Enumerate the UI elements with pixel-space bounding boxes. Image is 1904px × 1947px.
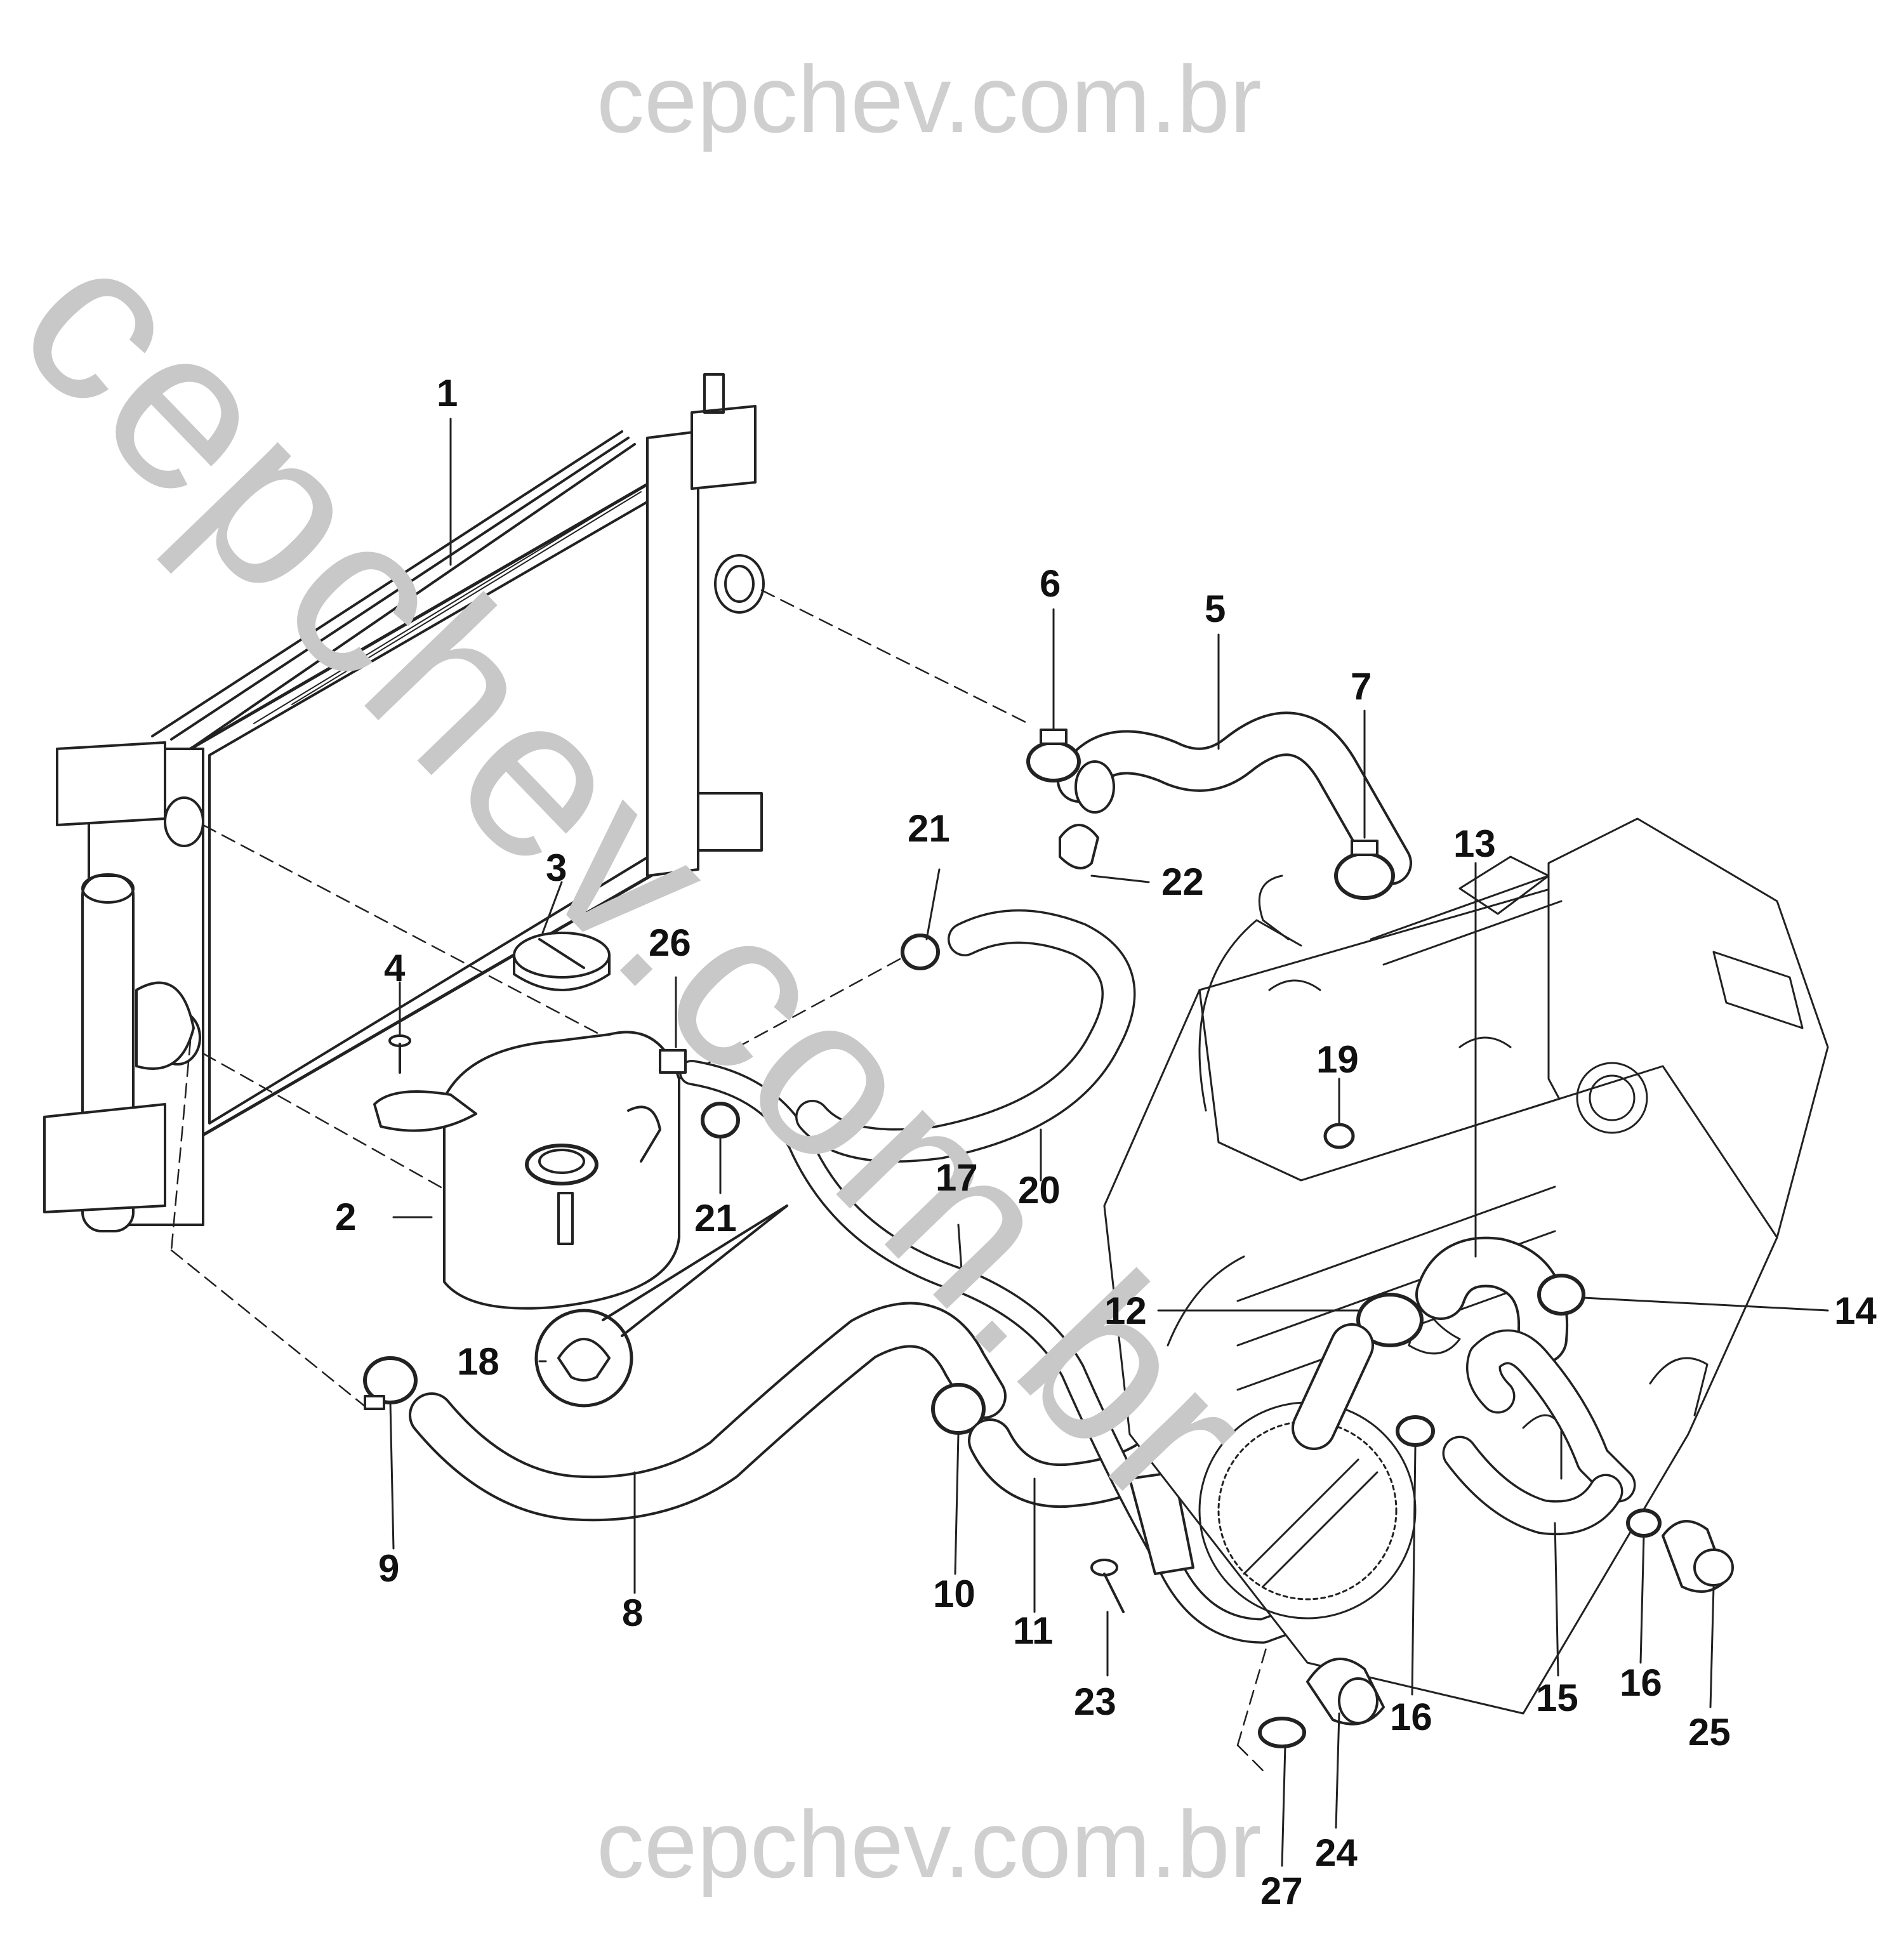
callout-25: 25 <box>1688 1711 1731 1753</box>
hose-20 <box>795 909 1136 1163</box>
watermark-bottom: cepchev.com.br <box>597 1791 1262 1898</box>
clamp-16-right <box>1626 1508 1662 1538</box>
callout-14: 14 <box>1834 1290 1877 1332</box>
hose-13 <box>1415 1236 1569 1364</box>
clamp-19 <box>1323 1123 1355 1149</box>
clamp-27 <box>1258 1717 1306 1748</box>
clamp-9 <box>363 1356 418 1410</box>
clamp-7 <box>1334 840 1395 900</box>
bolt-23 <box>1090 1559 1125 1613</box>
radiator <box>43 373 765 1232</box>
radiator-cap <box>513 932 611 991</box>
callout-15: 15 <box>1536 1677 1578 1719</box>
callout-8: 8 <box>622 1592 644 1634</box>
callout-17: 17 <box>935 1156 978 1199</box>
hose-12-pipe <box>1292 1323 1374 1450</box>
callout-16-left: 16 <box>1390 1696 1432 1738</box>
callout-1: 1 <box>437 372 458 414</box>
clamp-6 <box>1026 729 1081 782</box>
clamp-21-upper <box>901 934 940 970</box>
expansion-tank <box>373 1031 680 1310</box>
callout-20: 20 <box>1018 1169 1061 1211</box>
callout-9: 9 <box>378 1547 400 1590</box>
callout-27: 27 <box>1260 1870 1303 1912</box>
callout-2: 2 <box>335 1196 357 1238</box>
clamp-12 <box>1356 1293 1424 1347</box>
clamp-16-left <box>1396 1415 1435 1447</box>
watermark-top: cepchev.com.br <box>597 46 1262 152</box>
callout-12: 12 <box>1104 1290 1147 1332</box>
callout-24: 24 <box>1315 1832 1358 1874</box>
clamp-14 <box>1537 1274 1585 1316</box>
callout-21-upper: 21 <box>908 807 950 850</box>
callout-5: 5 <box>1205 588 1226 630</box>
clip-26 <box>659 1049 687 1074</box>
fitting-25 <box>1662 1520 1734 1593</box>
engine-block <box>1103 817 1829 1715</box>
callout-6: 6 <box>1040 562 1061 605</box>
callout-16-right: 16 <box>1620 1661 1662 1704</box>
fitting-24 <box>1306 1658 1385 1726</box>
leader-lines <box>389 418 1829 1867</box>
hose-17 <box>679 1060 1345 1644</box>
callout-23: 23 <box>1074 1680 1116 1723</box>
hose-15 <box>1442 1329 1636 1536</box>
callout-22: 22 <box>1161 861 1204 903</box>
detail-18 <box>534 1204 788 1408</box>
callout-4: 4 <box>384 947 406 989</box>
screw-4 <box>388 1034 411 1074</box>
callout-21-lower: 21 <box>694 1197 737 1239</box>
callout-18: 18 <box>457 1340 499 1383</box>
clamp-22 <box>1059 824 1099 869</box>
callout-3: 3 <box>546 847 567 889</box>
callout-10: 10 <box>933 1573 975 1615</box>
clamp-21-lower <box>701 1102 740 1138</box>
clamp-10 <box>931 1383 986 1435</box>
callout-26: 26 <box>649 921 691 964</box>
callout-7: 7 <box>1351 665 1372 708</box>
hose-5 <box>1057 711 1412 885</box>
hose-8 <box>409 1302 1007 1522</box>
callout-11: 11 <box>1013 1609 1054 1652</box>
callout-19: 19 <box>1316 1038 1359 1081</box>
callout-13: 13 <box>1453 822 1496 865</box>
